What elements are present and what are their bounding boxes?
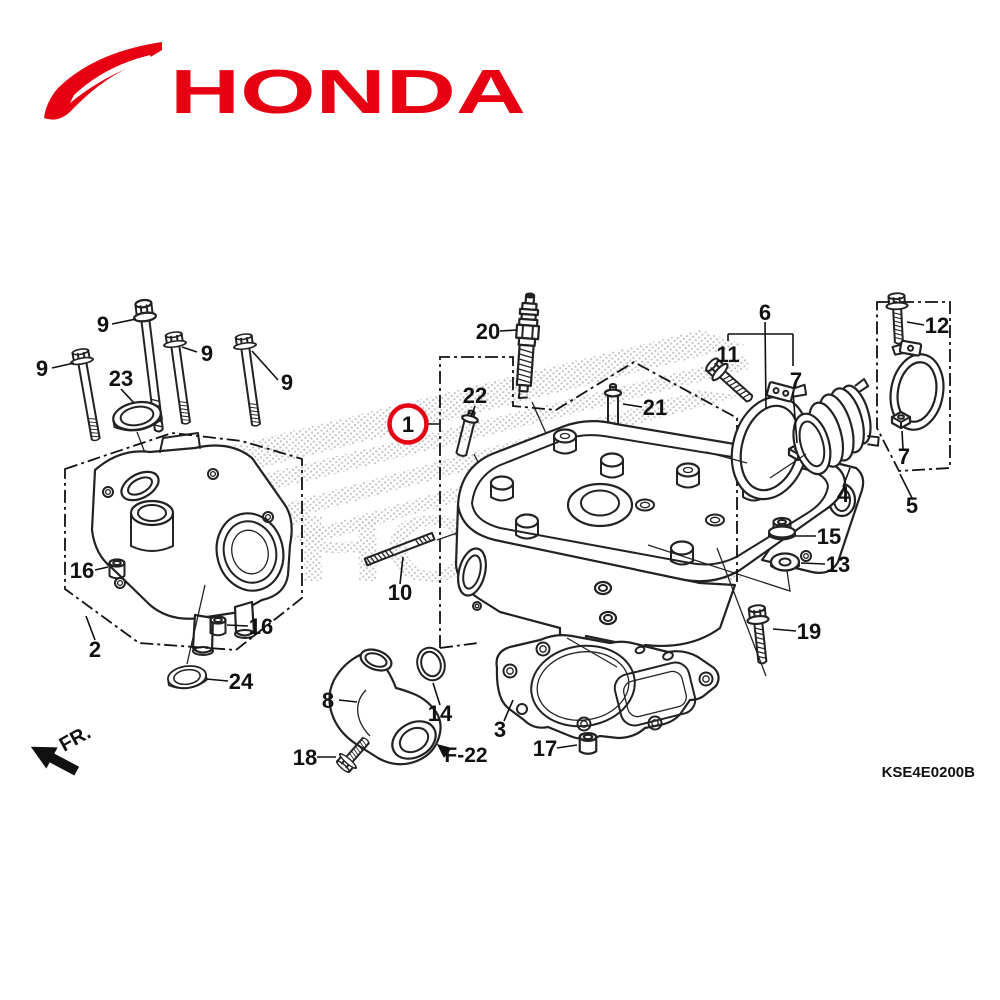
group-1-boundary — [439, 356, 738, 648]
callout-6[interactable]: 6 — [759, 300, 771, 325]
callout-1[interactable]: 1 — [402, 412, 414, 437]
callout-9[interactable]: 9 — [36, 356, 48, 381]
water-pipe-8 — [328, 648, 442, 766]
front-direction-indicator: FR. — [30, 722, 95, 776]
callout-11[interactable]: 11 — [716, 342, 739, 367]
callout-14[interactable]: 14 — [428, 701, 453, 726]
callout-9[interactable]: 9 — [97, 312, 109, 337]
bolt-9-4 — [231, 331, 269, 429]
callout-7[interactable]: 7 — [790, 368, 802, 393]
group-5-boundary — [876, 301, 951, 472]
flange-nut-15 — [767, 516, 797, 541]
o-ring-14 — [416, 646, 446, 682]
callout-9[interactable]: 9 — [201, 341, 213, 366]
group-2-boundary — [64, 432, 303, 651]
insulator-boot-4 — [792, 377, 880, 476]
callout-7[interactable]: 7 — [898, 444, 910, 469]
highlight-circle[interactable] — [387, 403, 429, 445]
callout-19[interactable]: 19 — [797, 619, 821, 644]
bolt-9-2 — [68, 346, 108, 444]
callout-22[interactable]: 22 — [463, 383, 487, 408]
callout-9[interactable]: 9 — [281, 370, 293, 395]
intake-clamp-group — [647, 291, 951, 677]
callout-8[interactable]: 8 — [322, 688, 334, 713]
callout-2[interactable]: 2 — [89, 637, 101, 662]
cylinder-head-assembly — [363, 292, 865, 698]
callout-24[interactable]: 24 — [229, 669, 254, 694]
seal-24 — [165, 662, 209, 692]
callout-10[interactable]: 10 — [388, 580, 412, 605]
clamp-band-5 — [889, 339, 945, 431]
callout-16[interactable]: 16 — [70, 558, 94, 583]
callout-labels: 9 9 9 9 23 16 16 2 24 20 22 21 10 6 11 7… — [36, 300, 949, 770]
honda-wing-icon — [44, 42, 162, 120]
callout-13[interactable]: 13 — [826, 552, 850, 577]
callout-15[interactable]: 15 — [817, 524, 841, 549]
selected-callout-1[interactable]: 1 — [387, 403, 429, 445]
cam-holder-body — [90, 432, 293, 665]
callout-21[interactable]: 21 — [643, 395, 667, 420]
callout-16[interactable]: 16 — [249, 614, 273, 639]
callout-17[interactable]: 17 — [533, 736, 557, 761]
callout-3[interactable]: 3 — [494, 717, 506, 742]
spark-plug-20 — [515, 292, 541, 399]
fr-label: FR. — [56, 722, 95, 757]
gasket-pipe-group — [328, 634, 720, 777]
callout-18[interactable]: 18 — [293, 745, 317, 770]
bolt-9-3 — [161, 329, 199, 427]
fr-arrow-icon — [30, 746, 80, 776]
callout-12[interactable]: 12 — [925, 313, 949, 338]
callout-leaders — [51, 318, 925, 758]
callout-4[interactable]: 4 — [837, 482, 850, 507]
callout-5[interactable]: 5 — [906, 493, 918, 518]
callout-23[interactable]: 23 — [109, 366, 133, 391]
dowel-17 — [578, 731, 598, 755]
washer-13 — [769, 552, 801, 572]
callout-20[interactable]: 20 — [476, 319, 500, 344]
crossref-f22-link[interactable]: F-22 — [444, 744, 487, 767]
cam-holder-assembly — [64, 297, 303, 692]
square-nut-7-2 — [890, 410, 912, 430]
honda-logo: HONDA — [44, 42, 526, 127]
cylinder-gasket-3 — [495, 634, 720, 741]
bolt-12 — [884, 291, 911, 346]
cylinder-head-body — [454, 420, 865, 698]
stud-10 — [363, 531, 436, 567]
drawing-code: KSE4E0200B — [882, 764, 976, 781]
honda-logo-text: HONDA — [170, 58, 526, 127]
